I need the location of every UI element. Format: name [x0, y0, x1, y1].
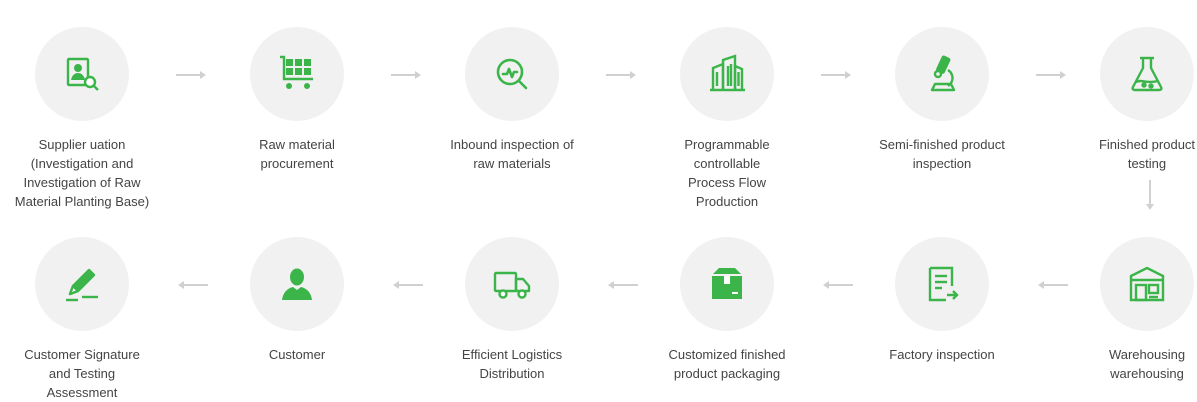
step-label: Customer — [268, 347, 326, 362]
flow-arrow-left — [821, 280, 853, 290]
step-label: Raw material procurement — [259, 137, 335, 171]
step-label: Supplier uation (Investigation and Inves… — [14, 137, 150, 209]
flow-arrow-right — [176, 70, 208, 80]
flask-icon — [1131, 56, 1163, 92]
flow-arrow-left — [176, 280, 208, 290]
supplier-search-icon — [66, 57, 99, 91]
pen-signature-icon — [66, 268, 98, 302]
buildings-icon — [710, 54, 745, 92]
step-label: Factory inspection — [889, 347, 995, 362]
flow-arrow-down — [1145, 180, 1155, 212]
step-label: Warehousing warehousing — [1108, 347, 1186, 381]
warehouse-icon — [1129, 266, 1165, 302]
step-label: Customer Signature and Testing Assessmen… — [24, 347, 140, 400]
flow-arrow-left — [606, 280, 638, 290]
step-circle — [465, 237, 559, 331]
step-circle — [680, 237, 774, 331]
cart-icon — [280, 55, 313, 89]
step-circle — [895, 27, 989, 121]
step-circle — [465, 27, 559, 121]
step-circle — [250, 27, 344, 121]
step-circle — [1100, 27, 1194, 121]
microscope-icon — [930, 55, 956, 92]
step-label: Semi-finished product inspection — [879, 137, 1005, 171]
user-icon — [282, 268, 312, 300]
step-circle — [680, 27, 774, 121]
step-label: Finished product testing — [1098, 137, 1196, 171]
step-circle — [250, 237, 344, 331]
step-circle — [1100, 237, 1194, 331]
magnifier-wave-icon — [496, 58, 528, 90]
step-label: Customized finished product packaging — [668, 347, 786, 381]
document-icon — [928, 266, 959, 302]
flow-arrow-left — [1036, 280, 1068, 290]
flow-arrow-right — [606, 70, 638, 80]
step-label: Programmable controllable Process Flow P… — [684, 137, 770, 209]
flow-arrow-right — [821, 70, 853, 80]
step-circle — [35, 27, 129, 121]
flow-arrow-right — [391, 70, 423, 80]
step-circle — [35, 237, 129, 331]
step-label: Inbound inspection of raw materials — [450, 137, 574, 171]
step-circle — [895, 237, 989, 331]
flow-arrow-right — [1036, 70, 1068, 80]
step-label: Efficient Logistics Distribution — [461, 347, 563, 381]
box-icon — [712, 268, 742, 299]
truck-icon — [493, 271, 531, 299]
flow-arrow-left — [391, 280, 423, 290]
